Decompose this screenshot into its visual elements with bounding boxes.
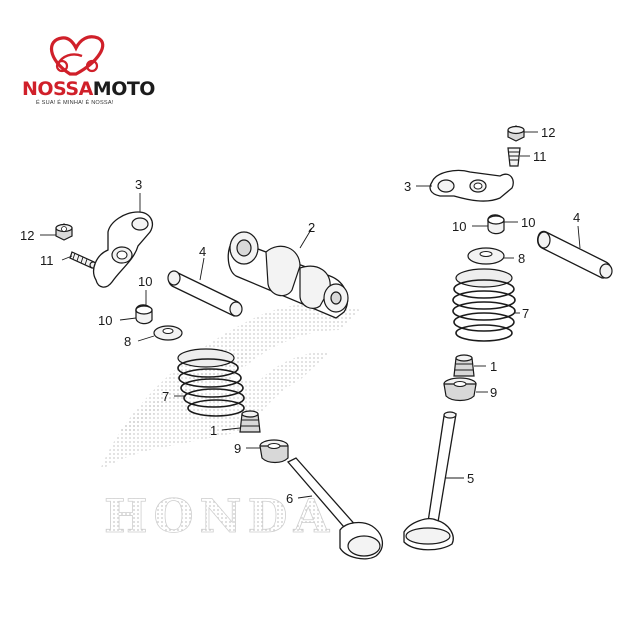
honda-wordmark: HONDA [104,489,335,543]
callout-left-10a: 10 [138,274,152,289]
part-12-nut-left [55,223,73,241]
callout-right-10a: 10 [452,219,466,234]
part-4-rocker-shaft-right [536,230,613,279]
callout-left-7: 7 [162,389,169,404]
callout-right-5: 5 [467,471,474,486]
callout-right-3: 3 [404,179,411,194]
callout-right-8: 8 [518,251,525,266]
heart-helmet-logo-icon [50,35,105,76]
brand-tagline: É SUA! É MINHA! É NOSSA! [36,100,114,106]
part-2-camshaft [227,231,349,319]
callout-right-11: 11 [533,149,547,164]
brand-name: NOSSAMOTO [22,78,155,100]
callout-right-4: 4 [573,210,580,225]
part-7-valve-spring-left [177,348,245,417]
callout-left-3: 3 [135,177,142,192]
part-5-valve-right [403,411,457,551]
part-9-spring-seat-left [259,439,289,464]
part-8-retainer-right [467,247,505,265]
part-3-rocker-arm-right [429,169,514,202]
callout-left-6: 6 [286,491,293,506]
brand-name-part2: MOTO [92,78,156,100]
part-11-adjust-screw-left [69,251,97,269]
part-6-valve-left [286,457,383,560]
part-10-cotter-left [135,304,153,325]
callout-left-11: 11 [40,253,54,268]
callout-left-10b: 10 [98,313,112,328]
callout-right-7: 7 [522,306,529,321]
part-4-rocker-shaft-left [167,270,243,317]
part-12-nut-right [507,125,525,142]
part-10-cotter-right [487,214,505,235]
part-1-stem-seal-right [453,354,475,377]
callout-right-1: 1 [490,359,497,374]
callout-left-12: 12 [20,228,34,243]
part-3-rocker-arm-left [93,211,153,288]
part-11-adjust-screw-right [507,147,521,167]
callout-right-12: 12 [541,125,555,140]
callout-right-10b: 10 [521,215,535,230]
part-7-valve-spring-right [452,268,516,342]
brand-logo: NOSSAMOTO É SUA! É MINHA! É NOSSA! [18,30,155,110]
honda-wing-watermark-icon [100,303,360,470]
callout-left-2: 2 [308,220,315,235]
brand-name-part1: NOSSA [22,78,93,100]
callout-left-4: 4 [199,244,206,259]
callout-left-8: 8 [124,334,131,349]
part-1-stem-seal-left [239,410,261,433]
part-8-retainer-left [153,325,183,341]
callout-left-1: 1 [210,423,217,438]
callout-left-9: 9 [234,441,241,456]
callout-right-9: 9 [490,385,497,400]
part-9-spring-seat-right [443,377,477,402]
